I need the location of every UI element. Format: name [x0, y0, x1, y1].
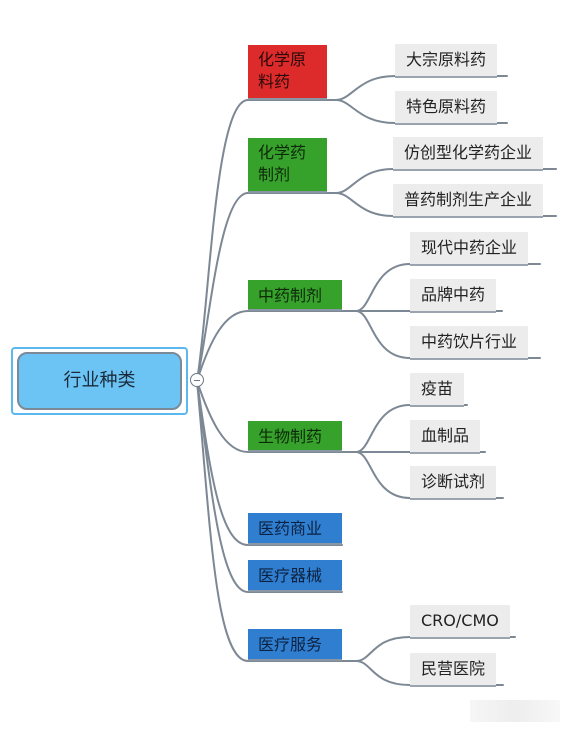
link-cat0-sub0	[335, 75, 508, 101]
category-label: 中药制剂	[258, 286, 323, 305]
link-cat2-sub0	[355, 263, 541, 312]
watermark-blur	[470, 700, 560, 722]
collapse-toggle-icon[interactable]	[190, 373, 204, 387]
subnode-label: 特色原料药	[406, 97, 487, 116]
link-root-cat-5	[196, 380, 343, 593]
subnode-label: 仿创型化学药企业	[404, 143, 533, 162]
category-node-5[interactable]: 医疗器械	[248, 560, 342, 592]
category-label: 医疗服务	[258, 635, 323, 654]
category-node-4[interactable]: 医药商业	[248, 513, 342, 545]
root-node[interactable]: 行业种类	[17, 352, 182, 410]
subnode-2-2[interactable]: 中药饮片行业	[410, 326, 529, 360]
subnode-3-2[interactable]: 诊断试剂	[410, 466, 497, 500]
link-cat3-sub0	[355, 404, 468, 453]
link-root-cat-6	[196, 380, 357, 662]
subnode-6-1[interactable]: 民营医院	[410, 653, 497, 687]
subnode-label: 诊断试剂	[421, 472, 486, 491]
subnode-1-1[interactable]: 普药制剂生产企业	[393, 184, 544, 218]
category-label: 医疗器械	[258, 566, 323, 585]
subnode-label: 大宗原料药	[406, 50, 487, 69]
category-label: 医药商业	[258, 519, 323, 538]
category-node-1[interactable]: 化学药制剂	[248, 138, 327, 193]
link-root-cat-1	[196, 192, 337, 382]
link-cat1-sub0	[335, 168, 557, 194]
link-root-cat-2	[196, 310, 357, 382]
category-node-3[interactable]: 生物制药	[248, 421, 342, 452]
subnode-0-0[interactable]: 大宗原料药	[395, 44, 498, 78]
subnode-0-1[interactable]: 特色原料药	[395, 91, 498, 125]
category-label: 化学药制剂	[258, 143, 307, 184]
link-cat2-sub2	[355, 310, 541, 359]
subnode-2-0[interactable]: 现代中药企业	[410, 232, 529, 266]
subnode-label: 现代中药企业	[421, 238, 518, 257]
subnode-label: 品牌中药	[421, 285, 486, 304]
category-node-0[interactable]: 化学原料药	[248, 45, 327, 100]
subnode-3-1[interactable]: 血制品	[410, 420, 481, 454]
link-cat0-sub1	[335, 99, 508, 124]
subnode-1-0[interactable]: 仿创型化学药企业	[393, 137, 544, 171]
link-cat6-sub1	[355, 660, 504, 686]
subnode-label: 血制品	[421, 426, 470, 445]
link-root-cat-0	[196, 99, 337, 382]
root-label: 行业种类	[63, 370, 136, 391]
link-cat1-sub1	[335, 192, 557, 217]
category-node-2[interactable]: 中药制剂	[248, 280, 342, 311]
link-cat3-sub2	[355, 451, 504, 499]
category-label: 化学原料药	[258, 50, 307, 91]
subnode-label: 疫苗	[421, 379, 454, 398]
subnode-6-0[interactable]: CRO/CMO	[410, 605, 510, 639]
link-root-cat-3	[196, 380, 357, 453]
subnode-label: CRO/CMO	[421, 611, 499, 630]
category-label: 生物制药	[258, 427, 323, 446]
subnode-label: 普药制剂生产企业	[404, 190, 533, 209]
subnode-2-1[interactable]: 品牌中药	[410, 279, 497, 313]
root-selection-frame	[11, 347, 188, 415]
category-node-6[interactable]: 医疗服务	[248, 629, 342, 661]
subnode-3-0[interactable]: 疫苗	[410, 373, 465, 407]
subnode-label: 中药饮片行业	[421, 332, 518, 351]
subnode-label: 民营医院	[421, 659, 486, 678]
link-cat6-sub0	[355, 636, 516, 662]
